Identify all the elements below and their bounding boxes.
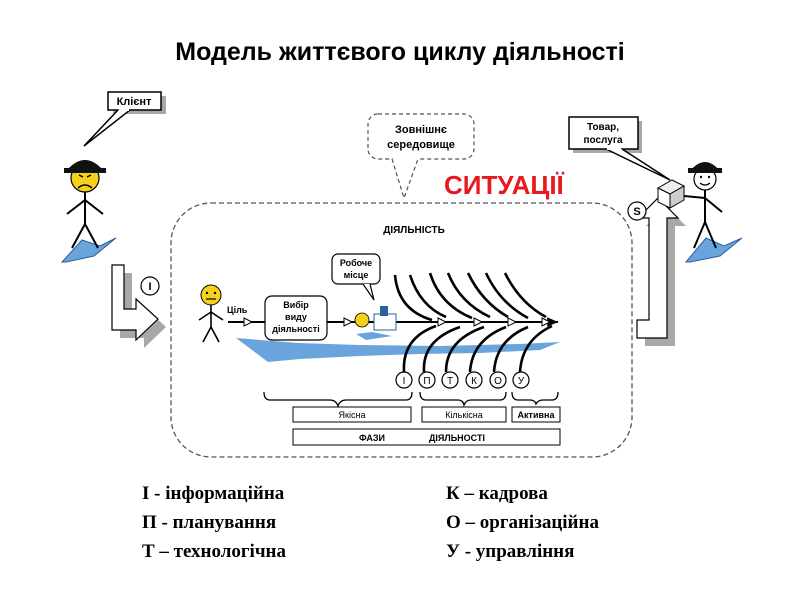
legend-left: І - інформаційна П - планування Т – техн… [142,479,286,566]
phases-footer: ФАЗИ ДІЯЛЬНОСТІ [292,428,561,446]
function-k: К [471,376,477,387]
phase-braces [263,391,559,409]
phase-qualitative: Якісна [292,406,412,423]
output-arrow [636,197,686,346]
small-person [198,284,224,343]
page-title: Модель життєвого циклу діяльності [175,38,625,66]
function-t: Т [447,376,453,387]
svg-text:Робоче: Робоче [340,258,372,268]
client-figure [60,160,117,263]
legend-item: К – кадрова [446,483,548,504]
svg-text:Товар,: Товар, [587,122,619,133]
client-label: Клієнт [117,96,152,108]
happy-figure [683,162,743,263]
svg-text:виду: виду [285,312,307,322]
svg-text:Кількісна: Кількісна [445,410,483,420]
svg-text:діяльності: діяльності [272,324,319,334]
svg-text:I: I [148,281,151,293]
workplace-callout: Робоче місце [331,253,381,301]
product-callout: Товар, послуга [568,116,671,181]
phase-active: Активна [511,406,561,423]
environment-label-2: середовище [387,139,455,151]
legend-item: П - планування [142,512,277,533]
svg-text:Активна: Активна [518,410,556,420]
svg-text:послуга: послуга [583,135,623,146]
activity-container [170,202,633,458]
svg-text:Вибір: Вибір [283,300,309,310]
input-marker: I [140,276,160,296]
svg-text:місце: місце [344,270,369,280]
svg-text:ДІЯЛЬНОСТІ: ДІЯЛЬНОСТІ [429,433,485,443]
legend-item: І - інформаційна [142,483,285,504]
process-nodes [243,317,552,327]
legend-item: У - управління [446,541,575,562]
activity-label: ДІЯЛЬНІСТЬ [383,225,445,236]
legend-item: Т – технологічна [142,541,286,562]
workplace-figure [354,306,397,340]
situation-label: СИТУАЦІЇ [444,170,565,200]
svg-text:ФАЗИ: ФАЗИ [359,433,385,443]
function-p: П [423,376,430,387]
choice-box: Вибір виду діяльності [264,295,328,341]
legend-item: О – організаційна [446,512,599,533]
legend-right: К – кадрова О – організаційна У - управл… [446,479,599,566]
function-o: О [494,376,502,387]
lower-influence-curves [402,324,553,373]
phase-quantitative: Кількісна [421,406,507,423]
output-marker: S [627,201,647,221]
function-i: І [403,376,406,387]
environment-label-1: Зовнішнє [395,124,447,136]
function-markers: І П Т К О У [395,371,530,389]
goal-label: Ціль [227,305,248,315]
client-callout: Клієнт [83,91,166,147]
water-band [236,338,560,362]
input-arrow [111,264,166,348]
svg-text:Якісна: Якісна [339,410,366,420]
product-cube-icon [656,179,686,209]
upper-influence-curves [393,272,547,322]
svg-text:S: S [633,206,640,218]
function-u: У [518,376,525,387]
environment-callout: Зовнішнє середовище [367,113,475,200]
